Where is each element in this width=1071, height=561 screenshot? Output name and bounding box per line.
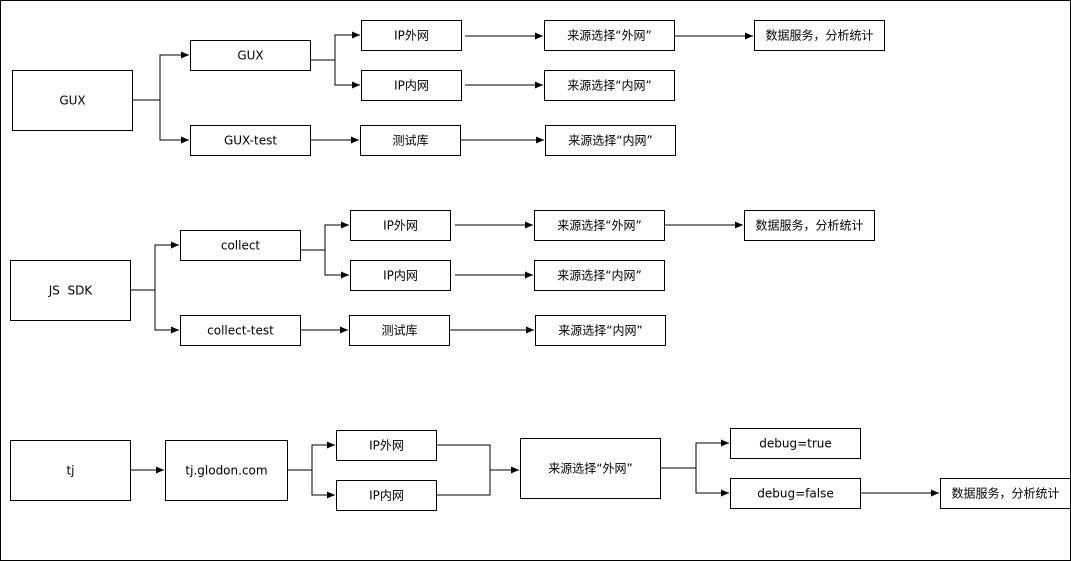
node-tj-data-svc-label: 数据服务，分析统计 (951, 486, 1059, 501)
node-collect-src-int: 来源选择“内网” (534, 260, 665, 291)
node-tj-debug-false: debug=false (730, 478, 861, 509)
node-gux-data-svc: 数据服务，分析统计 (754, 20, 885, 51)
edge-jssdk-to-collect-test (154, 290, 179, 334)
edge-jssdk-to-collect (130, 241, 179, 291)
node-collect-data-svc-label: 数据服务，分析统计 (755, 218, 863, 233)
node-collect-ip-ext: IP外网 (350, 210, 451, 241)
node-gux-test-label: GUX-test (224, 134, 277, 148)
node-collect-test-db-label: 测试库 (381, 323, 417, 338)
edges-gux (132, 31, 753, 144)
node-tj: tj (10, 440, 131, 501)
node-collect: collect (180, 230, 301, 261)
node-collect-data-svc: 数据服务，分析统计 (744, 210, 875, 241)
node-gux-test-db-label: 测试库 (392, 133, 428, 148)
node-collect-test-src: 来源选择“内网” (535, 315, 666, 346)
node-tj-ip-int: IP内网 (336, 480, 437, 511)
node-gux-app: GUX (190, 40, 311, 71)
edge-collect-to-ip-ext (300, 221, 349, 251)
node-tj-ip-ext-label: IP外网 (369, 439, 404, 453)
edge-gux-to-gux-app (132, 51, 189, 101)
node-gux-data-svc-label: 数据服务，分析统计 (765, 28, 873, 43)
node-gux-src-ext-label: 来源选择“外网” (567, 29, 651, 43)
node-gux-test-db: 测试库 (360, 125, 461, 156)
edge-collect-to-ip-int (324, 250, 349, 279)
node-collect-test-src-label: 来源选择“内网” (558, 324, 642, 338)
node-tj-src-ext: 来源选择“外网” (520, 438, 661, 499)
node-tj-debug-false-label: debug=false (757, 487, 833, 501)
node-gux-src-int: 来源选择“内网” (544, 70, 675, 101)
node-gux-test: GUX-test (190, 125, 311, 156)
node-gux-ip-int: IP内网 (361, 70, 462, 101)
node-gux-ip-ext: IP外网 (361, 20, 462, 51)
node-collect-test-label: collect-test (207, 324, 274, 338)
edge-domain-to-ip-ext (287, 441, 335, 471)
node-collect-label: collect (221, 239, 261, 253)
node-collect-ip-int-label: IP内网 (383, 269, 418, 283)
node-gux-test-src: 来源选择“内网” (545, 125, 676, 156)
node-jssdk-label: JS SDK (48, 284, 94, 298)
node-gux-test-src-label: 来源选择“内网” (568, 134, 652, 148)
node-gux-src-int-label: 来源选择“内网” (567, 79, 651, 93)
node-tj-data-svc: 数据服务，分析统计 (940, 478, 1071, 509)
node-jssdk: JS SDK (10, 260, 131, 321)
node-tj-src-ext-label: 来源选择“外网” (548, 462, 632, 476)
node-tj-debug-true: debug=true (730, 428, 861, 459)
node-gux: GUX (12, 70, 133, 131)
edges-tj (130, 439, 939, 499)
node-tj-debug-true-label: debug=true (759, 437, 832, 451)
node-collect-src-int-label: 来源选择“内网” (557, 269, 641, 283)
node-tj-ip-int-label: IP内网 (369, 489, 404, 503)
node-gux-ip-int-label: IP内网 (394, 79, 429, 93)
node-gux-src-ext: 来源选择“外网” (544, 20, 675, 51)
node-collect-ip-ext-label: IP外网 (383, 219, 418, 233)
edge-src-to-debug-false (695, 468, 729, 497)
node-gux-ip-ext-label: IP外网 (394, 29, 429, 43)
node-collect-test: collect-test (180, 315, 301, 346)
node-collect-ip-int: IP内网 (350, 260, 451, 291)
node-tj-domain-label: tj.glodon.com (185, 464, 267, 478)
node-collect-test-db: 测试库 (349, 315, 450, 346)
edge-gux-app-to-ip-int (334, 60, 360, 89)
node-tj-domain: tj.glodon.com (165, 440, 288, 501)
edge-gux-to-gux-test (159, 100, 189, 144)
edge-domain-to-ip-int (311, 470, 335, 499)
node-collect-src-ext: 来源选择“外网” (534, 210, 665, 241)
edges-jssdk (130, 221, 743, 334)
node-collect-src-ext-label: 来源选择“外网” (557, 219, 641, 233)
edge-gux-app-to-ip-ext (310, 31, 360, 61)
node-gux-app-label: GUX (237, 49, 263, 63)
node-gux-label: GUX (59, 94, 85, 108)
edge-src-to-debug-true (660, 439, 729, 469)
node-tj-ip-ext: IP外网 (336, 430, 437, 461)
node-tj-label: tj (66, 464, 74, 478)
